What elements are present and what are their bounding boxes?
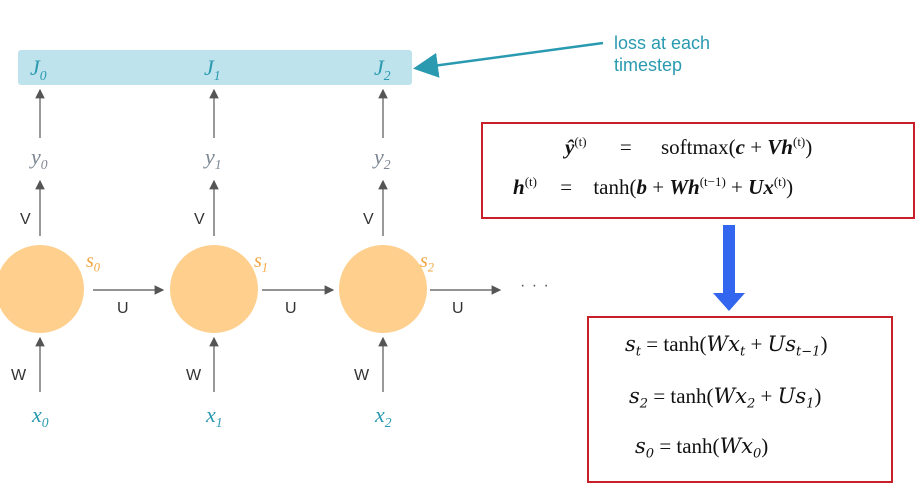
example-equations-box: st = tanh(Wxt + Ust−1) s2 = tanh(Wx2 + U… [587,316,893,483]
equation-s2: s2 = tanh(Wx2 + Us1) [629,384,822,412]
callout-arrow [413,41,604,78]
loss-label-j0: J0 [30,55,47,83]
weight-label-u2: U [452,300,464,317]
equation-output: ŷ(t) = softmax(c + Vh(t)) [565,134,813,159]
weight-label-w0: W [11,367,27,384]
state-label-s2: s2 [420,250,434,275]
weight-label-v2: V [363,211,374,228]
big-blue-down-arrow [713,225,745,311]
node-s2 [339,245,427,333]
loss-label-j2: J2 [374,55,391,83]
node-s1 [170,245,258,333]
loss-callout-label: loss at each timestep [614,33,711,75]
output-label-y2: y2 [374,144,391,172]
weight-label-w2: W [354,367,370,384]
loss-band [18,50,412,85]
input-label-x0: x0 [32,402,49,430]
equation-st: st = tanh(Wxt + Ust−1) [625,332,828,360]
node-s0 [0,245,84,333]
output-label-y0: y0 [31,144,48,172]
textbook-equations-box: ŷ(t) = softmax(c + Vh(t)) h(t) = tanh(b … [481,122,915,219]
input-label-x1: x1 [206,402,223,430]
output-label-y1: y1 [205,144,222,172]
weight-label-v0: V [20,211,31,228]
loss-label-j1: J1 [204,55,221,83]
weight-label-u1: U [285,300,297,317]
input-label-x2: x2 [375,402,392,430]
ellipsis: · · · [520,277,550,294]
equation-s0: s0 = tanh(Wx0) [635,434,769,462]
state-label-s1: s1 [254,250,268,275]
weight-label-w1: W [186,367,202,384]
equation-hidden-state: h(t) = tanh(b + Wh(t−1) + Ux(t)) [513,174,794,199]
weight-label-v1: V [194,211,205,228]
weight-label-u0: U [117,300,129,317]
state-label-s0: s0 [86,250,100,275]
